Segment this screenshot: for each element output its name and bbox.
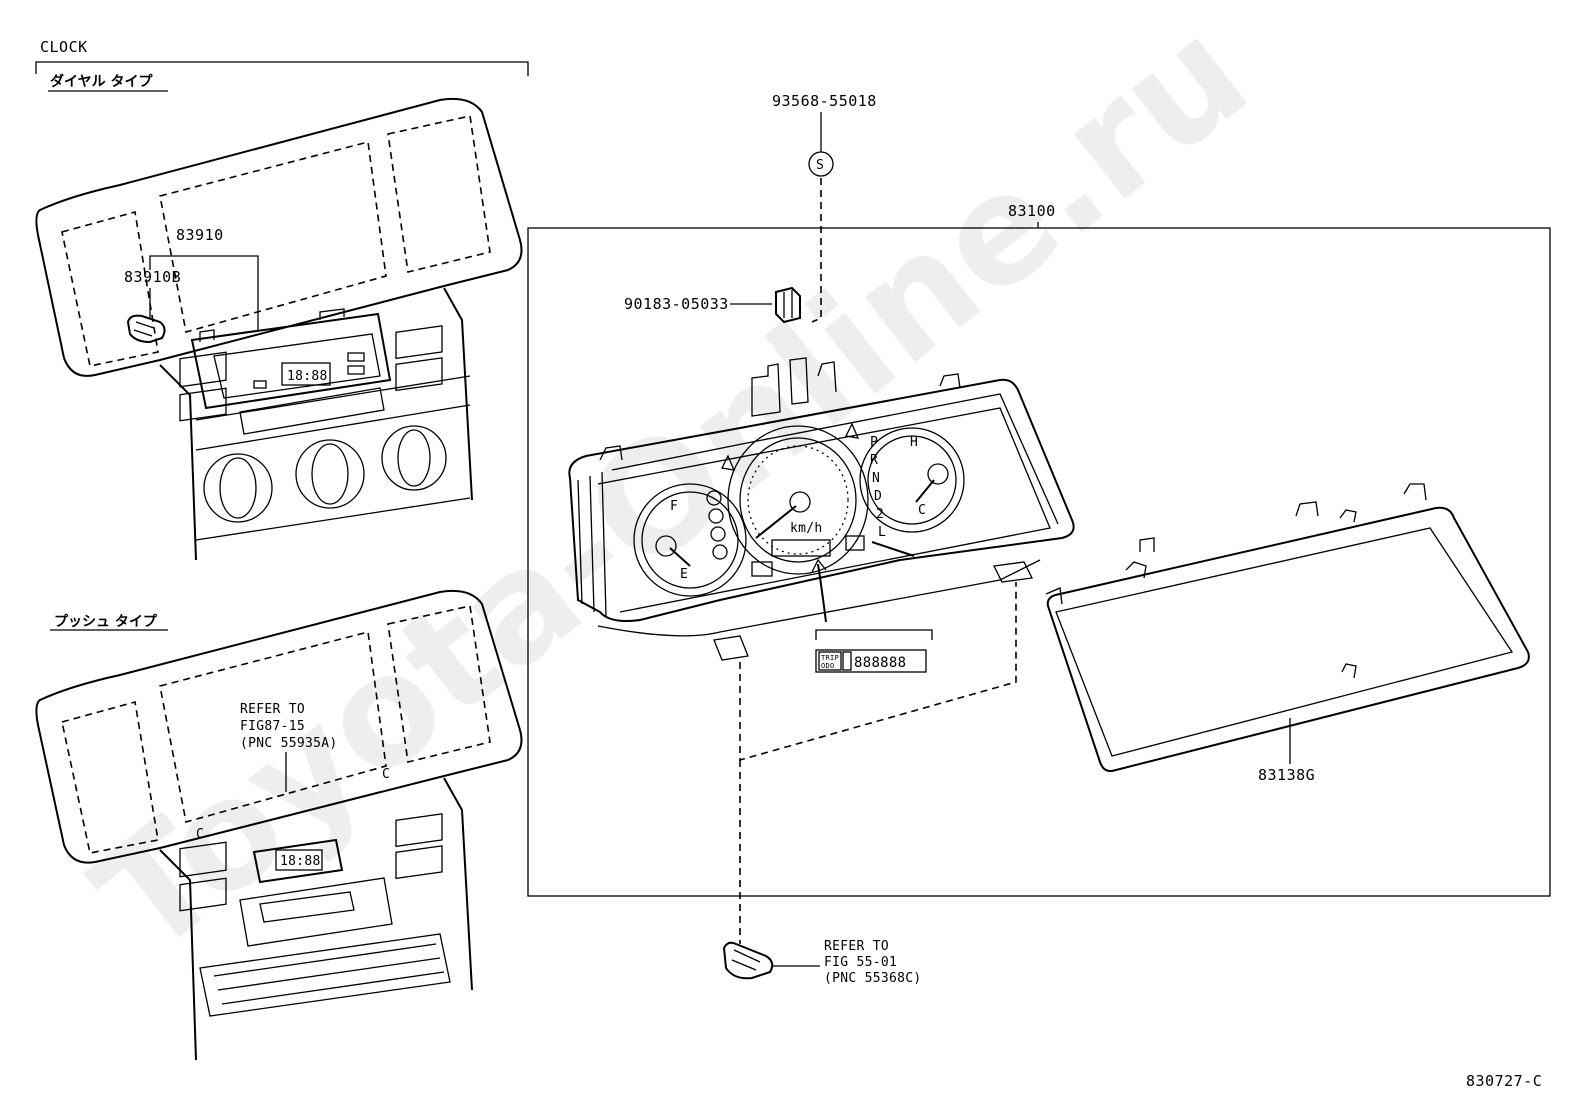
temp-gauge <box>859 427 965 533</box>
trip-label: TRIP <box>821 654 839 662</box>
dashboard-dial-type <box>35 97 523 561</box>
temp-c-label: C <box>918 503 926 518</box>
temp-h-label: H <box>910 435 918 450</box>
clock-display-push: 18:88 <box>280 854 321 869</box>
gear-p: P <box>870 435 878 450</box>
label-83910b: 83910B <box>124 268 181 286</box>
speedometer <box>727 425 869 575</box>
clock-unit-dial[interactable]: 18:88 <box>190 308 392 410</box>
odo-arrow <box>817 563 827 623</box>
fuel-e-label: E <box>680 567 688 582</box>
fuel-gauge <box>633 483 747 597</box>
watermark: Toyota-Online.ru <box>65 0 1279 988</box>
label-83138g: 83138G <box>1258 766 1315 784</box>
fuel-f-label: F <box>670 499 678 514</box>
ref-fig55-line3: (PNC 55368C) <box>824 971 922 986</box>
label-93568: 93568-55018 <box>772 92 877 110</box>
bulb-socket[interactable] <box>722 941 774 980</box>
section-bracket <box>35 61 529 76</box>
figure-code: 830727-C <box>1466 1072 1542 1090</box>
push-type-label: プッシュ タイプ <box>54 614 158 630</box>
gear-l: L <box>878 525 886 540</box>
clock-display-dial: 18:88 <box>287 369 328 384</box>
leader-83910 <box>149 255 259 332</box>
gear-r: R <box>870 453 878 468</box>
odo-digits: 888888 <box>854 655 906 671</box>
ref-fig87-line2: FIG87-15 <box>240 719 305 734</box>
bulb-83910b[interactable] <box>126 314 166 344</box>
dash-meter-to-lens <box>739 582 1017 762</box>
section-title: CLOCK <box>40 38 88 56</box>
s-mark-circle <box>808 151 834 177</box>
ref-fig87-line3: (PNC 55935A) <box>240 736 338 751</box>
clip-90183[interactable] <box>775 286 801 324</box>
gear-2: 2 <box>876 507 884 522</box>
dash-93568 <box>811 178 822 323</box>
combination-meter[interactable]: F E km/h P R N D 2 L H <box>568 357 1075 661</box>
odo-inset: TRIP ODO 888888 <box>815 629 933 673</box>
dial-type-label: ダイヤル タイプ <box>50 73 153 90</box>
dashboard-push-type: C C <box>35 589 523 1061</box>
gear-indicator: P R N D 2 L <box>870 435 886 540</box>
odo-label: ODO <box>821 662 835 670</box>
ref-fig87-line1: REFER TO <box>240 702 305 717</box>
corner-c-2: C <box>382 767 390 782</box>
corner-c-1: C <box>196 827 204 842</box>
label-83100: 83100 <box>1008 202 1056 220</box>
label-83910: 83910 <box>176 226 224 244</box>
assembly-box-83100 <box>527 227 1551 897</box>
speed-unit: km/h <box>790 521 823 536</box>
label-90183: 90183-05033 <box>624 295 729 313</box>
gear-n: N <box>872 471 880 486</box>
ref-fig87[interactable]: REFER TO FIG87-15 (PNC 55935A) <box>240 702 338 751</box>
ref-fig55-line2: FIG 55-01 <box>824 955 897 970</box>
ref-fig55[interactable]: REFER TO FIG 55-01 (PNC 55368C) <box>824 939 922 986</box>
lens-83138g[interactable] <box>1045 483 1530 772</box>
gear-d: D <box>874 489 882 504</box>
ref-fig55-line1: REFER TO <box>824 939 889 954</box>
s-mark: S <box>816 158 824 173</box>
clock-unit-push[interactable]: 18:88 <box>252 838 344 884</box>
